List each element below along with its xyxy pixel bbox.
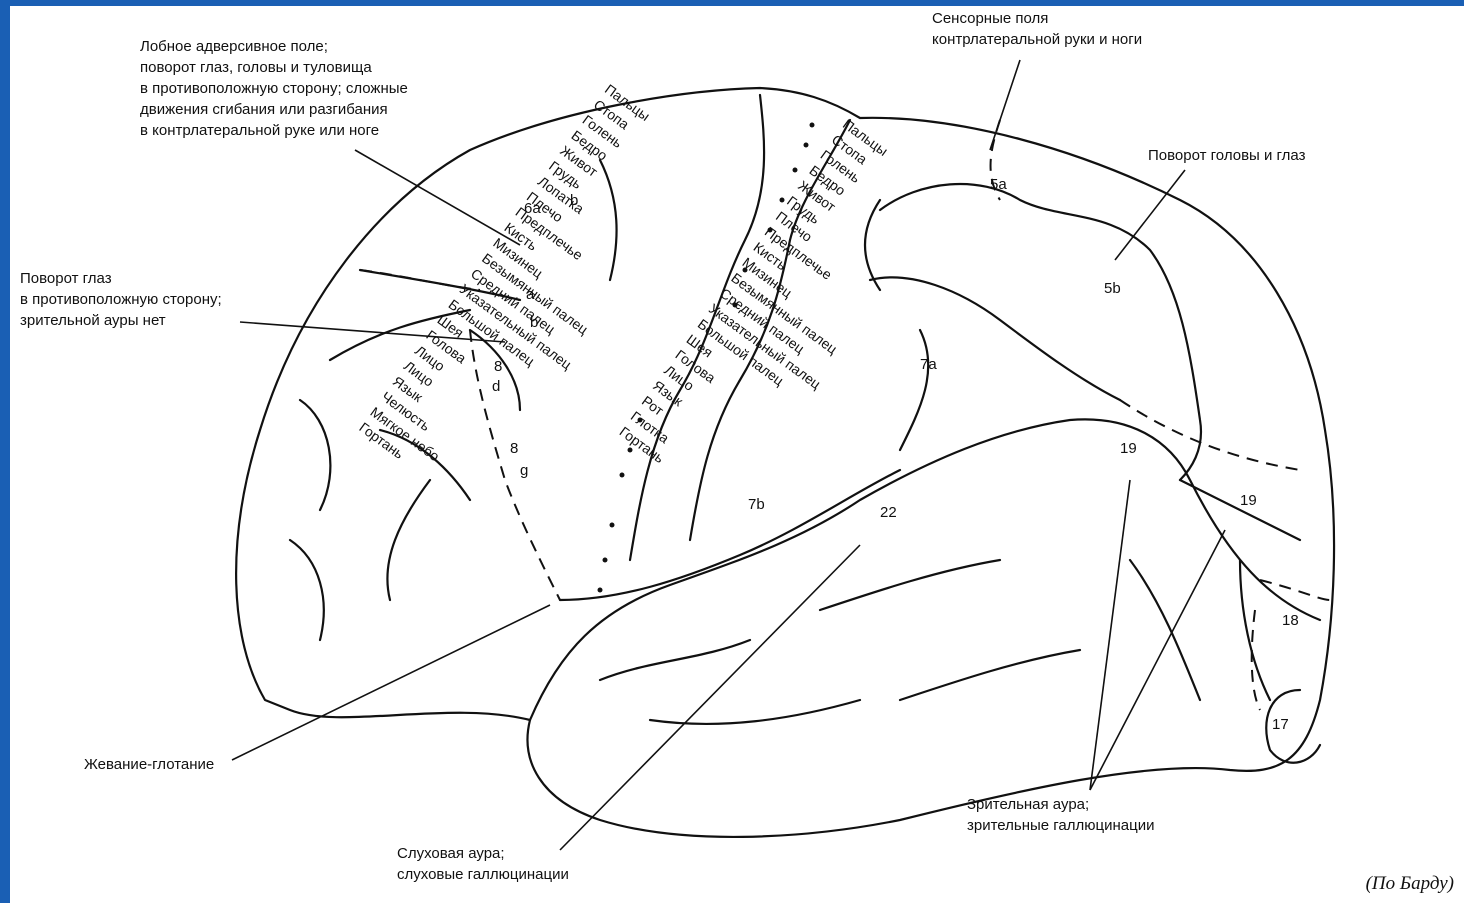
pointer-sensory — [990, 60, 1020, 150]
chewing-label: Жевание-глотание — [84, 754, 214, 775]
visual-label: Зрительная аура; зрительные галлюцинации — [967, 794, 1154, 836]
zone-7b: 7b — [748, 496, 765, 513]
frontal-adversive-label: Лобное адверсивное поле; поворот глаз, г… — [140, 36, 408, 141]
eye-turn-label: Поворот глаз в противоположную сторону; … — [20, 268, 222, 331]
credit-label: (По Барду) — [1366, 873, 1454, 895]
zone-22: 22 — [880, 504, 897, 521]
pointer-head-eye — [1115, 170, 1185, 260]
zone-19a: 19 — [1120, 440, 1137, 457]
zone-17: 17 — [1272, 716, 1289, 733]
head-eye-turn-label: Поворот головы и глаз — [1148, 145, 1306, 166]
zone-19b: 19 — [1240, 492, 1257, 509]
dashed-boundary-18b — [1252, 610, 1260, 710]
zone-7a: 7a — [920, 356, 937, 373]
pointer-frontal — [355, 150, 520, 245]
pointer-auditory — [560, 545, 860, 850]
zone-5a: 5a — [990, 176, 1007, 193]
pointer-visual-2 — [1090, 530, 1225, 790]
sensory-fields-label: Сенсорные поля контрлатеральной руки и н… — [932, 8, 1142, 50]
zone-5b: 5b — [1104, 280, 1121, 297]
pointer-visual-1 — [1090, 480, 1130, 790]
zone-18: 18 — [1282, 612, 1299, 629]
auditory-label: Слуховая аура; слуховые галлюцинации — [397, 843, 569, 885]
zone-g: g — [520, 462, 528, 479]
pointer-chewing — [232, 605, 550, 760]
